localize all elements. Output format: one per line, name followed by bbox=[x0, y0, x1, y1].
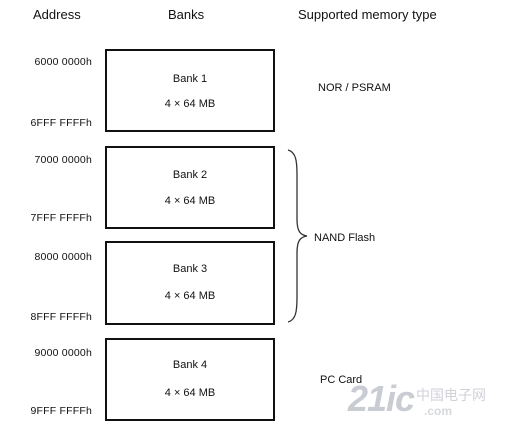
bank-1-name: Bank 1 bbox=[172, 73, 208, 85]
bank-4-size: 4 × 64 MB bbox=[164, 387, 216, 399]
address-bank3-start: 8000 0000h bbox=[34, 251, 92, 263]
address-bank4-end: 9FFF FFFFh bbox=[30, 405, 92, 417]
address-bank2-end: 7FFF FFFFh bbox=[30, 212, 92, 224]
header-memory-type: Supported memory type bbox=[298, 7, 437, 22]
watermark-url: .com bbox=[424, 404, 453, 418]
header-address: Address bbox=[33, 7, 81, 22]
bank-2-name: Bank 2 bbox=[172, 169, 208, 181]
address-bank2-start: 7000 0000h bbox=[34, 154, 92, 166]
watermark: 21ic 中国电子网 .com bbox=[348, 378, 503, 426]
bank-2-box: Bank 2 4 × 64 MB bbox=[105, 146, 275, 229]
bank-1-size: 4 × 64 MB bbox=[164, 98, 216, 110]
address-bank1-start: 6000 0000h bbox=[34, 56, 92, 68]
nand-flash-brace bbox=[287, 149, 308, 323]
bank-3-size: 4 × 64 MB bbox=[164, 290, 216, 302]
address-bank3-end: 8FFF FFFFh bbox=[30, 311, 92, 323]
bank-3-box: Bank 3 4 × 64 MB bbox=[105, 241, 275, 325]
bank-3-name: Bank 3 bbox=[172, 263, 208, 275]
header-banks: Banks bbox=[168, 7, 205, 22]
address-bank4-start: 9000 0000h bbox=[34, 347, 92, 359]
bank-2-size: 4 × 64 MB bbox=[164, 195, 216, 207]
watermark-logo: 21ic bbox=[348, 378, 415, 419]
bank-4-box: Bank 4 4 × 64 MB bbox=[105, 338, 275, 421]
bank-4-name: Bank 4 bbox=[172, 359, 208, 371]
address-bank1-end: 6FFF FFFFh bbox=[30, 117, 92, 129]
memory-type-pc-card: PC Card bbox=[320, 374, 363, 386]
memory-type-nand-flash: NAND Flash bbox=[314, 232, 376, 244]
bank-1-box: Bank 1 4 × 64 MB bbox=[105, 49, 275, 132]
watermark-chinese-text: 中国电子网 bbox=[416, 387, 486, 403]
memory-type-nor-psram: NOR / PSRAM bbox=[318, 82, 391, 94]
